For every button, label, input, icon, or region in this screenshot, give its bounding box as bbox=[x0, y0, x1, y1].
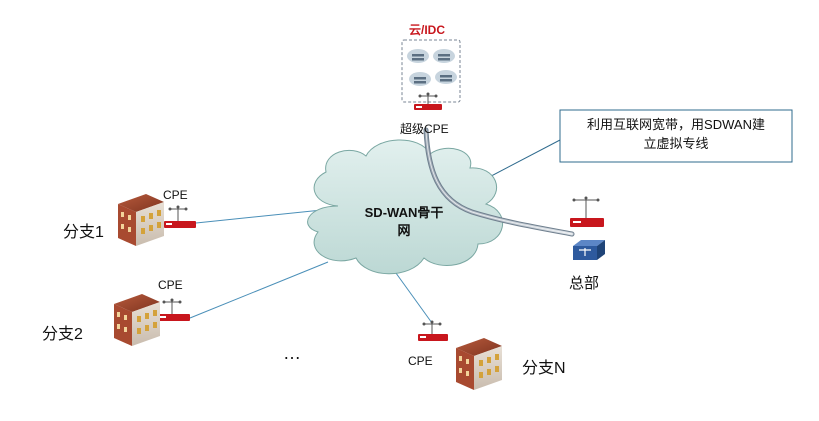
branchN-building-icon bbox=[456, 338, 502, 390]
hq-switch-icon bbox=[573, 240, 605, 260]
server-cloud-icon bbox=[435, 70, 457, 84]
branch2-cpe-label: CPE bbox=[158, 278, 183, 292]
backbone-label-line2: 网 bbox=[397, 223, 411, 238]
callout-text: 利用互联网宽带，用SDWAN建 立虚拟专线 bbox=[560, 115, 792, 153]
sdwan-virtual-line bbox=[423, 127, 575, 237]
branch1-label: 分支1 bbox=[63, 224, 104, 241]
callout-line1: 利用互联网宽带，用SDWAN建 bbox=[587, 117, 765, 132]
branch1-cpe-label: CPE bbox=[163, 188, 188, 202]
backbone-label: SD-WAN骨干 网 bbox=[344, 204, 464, 240]
branch2-label: 分支2 bbox=[42, 326, 83, 343]
branch2-cpe-router-icon bbox=[158, 298, 190, 321]
backbone-label-line1: SD-WAN骨干 bbox=[364, 205, 444, 220]
branch1-cpe-router-icon bbox=[164, 205, 196, 228]
hq-router-icon bbox=[570, 196, 604, 227]
callout-line2: 立虚拟专线 bbox=[643, 136, 709, 151]
branch2-building-icon bbox=[114, 294, 160, 346]
branchN-cpe-label: CPE bbox=[408, 354, 433, 368]
hq-label: 总部 bbox=[569, 275, 600, 292]
super-cpe-label: 超级CPE bbox=[400, 122, 449, 136]
sdwan-backbone-cloud bbox=[307, 139, 503, 275]
branch1-building-icon bbox=[118, 194, 164, 246]
more-branches-ellipsis: … bbox=[283, 343, 301, 363]
server-cloud-icon bbox=[433, 49, 455, 63]
callout-box bbox=[559, 109, 793, 163]
link-branch1 bbox=[195, 209, 323, 224]
server-cloud-icon bbox=[409, 72, 431, 86]
branchN-cpe-router-icon bbox=[418, 320, 448, 341]
super-cpe-router-icon bbox=[414, 92, 442, 110]
server-cloud-icon bbox=[407, 49, 429, 63]
idc-server-group bbox=[401, 39, 461, 103]
idc-title: 云/IDC bbox=[409, 23, 446, 37]
branchN-label: 分支N bbox=[522, 360, 566, 377]
link-branch2 bbox=[189, 261, 329, 319]
